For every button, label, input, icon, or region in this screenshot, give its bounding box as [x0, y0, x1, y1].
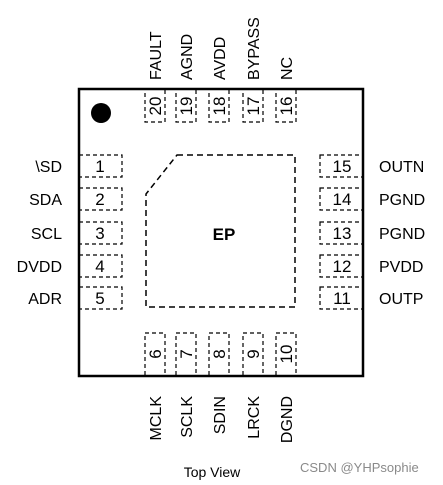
- exposed-pad-outline: [145, 154, 296, 308]
- pin-number-left: 5: [95, 289, 104, 308]
- pin-number-right: 13: [333, 224, 352, 243]
- pin-name-top: FAULT: [148, 31, 165, 80]
- pin-number-top: 16: [277, 97, 296, 116]
- pin-number-bottom: 7: [177, 349, 196, 358]
- pin-name-bottom: DGND: [279, 396, 296, 443]
- pin-pad-left-3: [78, 221, 123, 245]
- watermark-text: CSDN @YHPsophie: [300, 460, 419, 475]
- pin-pad-top-17: [242, 88, 264, 123]
- pin-number-left: 2: [95, 190, 104, 209]
- pin-number-bottom: 10: [277, 345, 296, 364]
- pin-pad-right-12: [319, 254, 364, 278]
- pin-name-top: AGND: [179, 34, 196, 80]
- pin-number-right: 11: [333, 289, 351, 308]
- pin-number-left: 4: [95, 257, 104, 276]
- pin-name-right: PVDD: [379, 259, 423, 276]
- pin-name-right: OUTP: [379, 291, 423, 308]
- pin-pad-top-16: [275, 88, 297, 123]
- pin-pad-bottom-9: [242, 332, 264, 377]
- pin-pad-bottom-6: [144, 332, 166, 377]
- pin-number-top: 19: [177, 97, 196, 116]
- pin-name-right: PGND: [379, 192, 425, 209]
- pin-number-bottom: 6: [146, 349, 165, 358]
- pin-pad-top-20: [144, 88, 166, 123]
- pin-name-left: SDA: [29, 192, 62, 209]
- pin-pad-right-13: [319, 221, 364, 245]
- pin-name-top: NC: [279, 57, 296, 80]
- pin-pad-left-1: [78, 154, 123, 178]
- exposed-pad-label: EP: [213, 225, 236, 244]
- pin-name-left: SCL: [31, 226, 62, 243]
- top-view-caption: Top View: [184, 464, 241, 480]
- pin-name-top: AVDD: [212, 37, 229, 80]
- pin-pad-bottom-7: [175, 332, 197, 377]
- pin-number-top: 18: [210, 97, 229, 116]
- pin-name-bottom: LRCK: [246, 396, 263, 439]
- pin-name-right: PGND: [379, 226, 425, 243]
- pin-pad-top-18: [208, 88, 230, 123]
- pin-name-top: BYPASS: [246, 17, 263, 80]
- pin-number-left: 3: [95, 224, 104, 243]
- pin-pad-left-4: [78, 254, 123, 278]
- pin-number-left: 1: [95, 157, 104, 176]
- pin-name-left: ADR: [28, 291, 62, 308]
- pin-pad-left-2: [78, 187, 123, 211]
- pin-pad-left-5: [78, 286, 123, 310]
- pin-name-left: \SD: [35, 159, 62, 176]
- pin-pad-bottom-8: [208, 332, 230, 377]
- pin-name-left: DVDD: [17, 259, 62, 276]
- pin-pad-right-14: [319, 187, 364, 211]
- pin-number-right: 12: [333, 257, 352, 276]
- pin1-marker-dot: [91, 103, 111, 123]
- pin-name-bottom: SDIN: [212, 396, 229, 434]
- pin-name-bottom: MCLK: [148, 396, 165, 441]
- pin-pad-top-19: [175, 88, 197, 123]
- pin-number-top: 20: [146, 97, 165, 116]
- pin-number-bottom: 9: [244, 349, 263, 358]
- pin-pad-right-15: [319, 154, 364, 178]
- pin-pad-right-11: [319, 286, 364, 310]
- pin-number-right: 15: [333, 157, 352, 176]
- pin-name-right: OUTN: [379, 159, 424, 176]
- pin-number-bottom: 8: [210, 349, 229, 358]
- pin-number-top: 17: [244, 97, 263, 116]
- pin-pad-bottom-10: [275, 332, 297, 377]
- pin-number-right: 14: [333, 190, 352, 209]
- pin-name-bottom: SCLK: [179, 396, 196, 438]
